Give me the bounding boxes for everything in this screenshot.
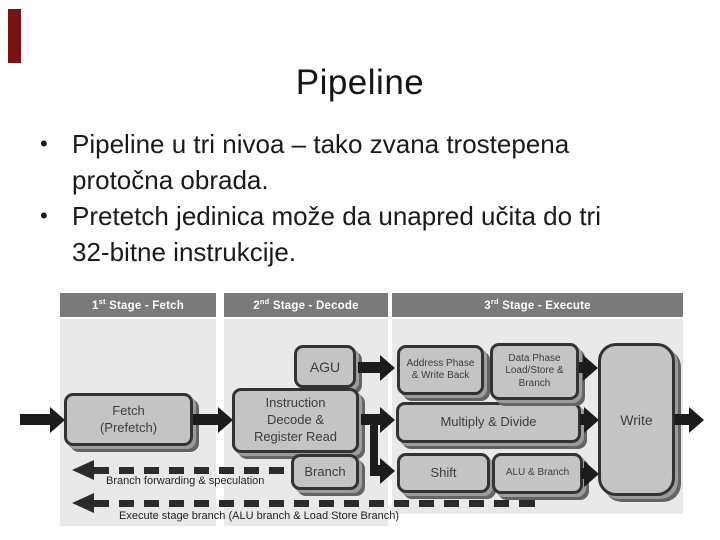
execute-branch-line [94,500,531,507]
branch-forwarding-label: Branch forwarding & speculation [106,475,265,487]
multiply-to-write-arrow-shaft [580,414,586,425]
alu-to-write-arrow-head [584,461,599,487]
branch-forwarding-arrowhead [72,460,94,480]
bullet-item-2: • Pretetch jedinica može da unapred učit… [40,198,696,270]
execute-branch-arrowhead [72,493,94,513]
agu-to-address-arrow-shaft [358,362,382,373]
execute-branch-label: Execute stage branch (ALU branch & Load … [119,510,400,522]
fetch-prefetch-box: Fetch (Prefetch) [64,393,193,446]
fetch-to-decode-arrow-shaft [193,414,220,425]
instruction-decode-box: Instruction Decode & Register Read [232,388,359,453]
bullet-marker: • [40,131,48,156]
multiply-to-write-arrow-head [584,407,599,433]
fetch-to-decode-arrow-head [218,407,233,433]
bullet-list: • Pipeline u tri nivoa – tako zvana tros… [40,126,696,270]
bullet-item-1: • Pipeline u tri nivoa – tako zvana tros… [40,126,696,198]
decode-to-multiply-arrow-head [380,407,395,433]
data-to-write-arrow-head [583,355,598,381]
slide-title: Pipeline [295,63,425,103]
input-arrow-shaft [20,414,52,425]
write-box: Write [598,343,675,496]
input-arrow-head [50,407,65,433]
shift-box: Shift [397,453,490,493]
branch-box: Branch [291,454,359,490]
execute-branch-stub [528,489,535,507]
branch-forwarding-line [94,467,290,474]
decode-branch-connector [370,414,378,471]
alu-to-write-arrow-shaft [581,468,586,479]
bullet-text-2: Pretetch jedinica može da unapred učita … [72,201,601,267]
write-output-arrow-head [689,407,704,433]
bullet-marker: • [40,203,48,228]
stage-header-execute: 3rd Stage - Execute [392,293,683,317]
multiply-divide-box: Multiply & Divide [396,402,581,443]
alu-branch-box: ALU & Branch [492,453,583,494]
agu-box: AGU [294,345,356,388]
bullet-text-1: Pipeline u tri nivoa – tako zvana troste… [72,129,570,195]
data-to-write-arrow-shaft [579,362,586,373]
write-output-arrow-shaft [674,414,691,425]
stage-header-decode: 2nd Stage - Decode [224,293,388,317]
agu-to-address-arrow-head [380,355,395,381]
address-phase-box: Address Phase & Write Back [397,345,484,395]
data-phase-box: Data Phase Load/Store & Branch [490,343,579,400]
slide-accent-bar [8,9,21,63]
stage-header-fetch: 1st Stage - Fetch [60,293,216,317]
decode-to-shift-arrow-shaft [370,465,382,476]
decode-to-shift-arrow-head [380,458,395,484]
